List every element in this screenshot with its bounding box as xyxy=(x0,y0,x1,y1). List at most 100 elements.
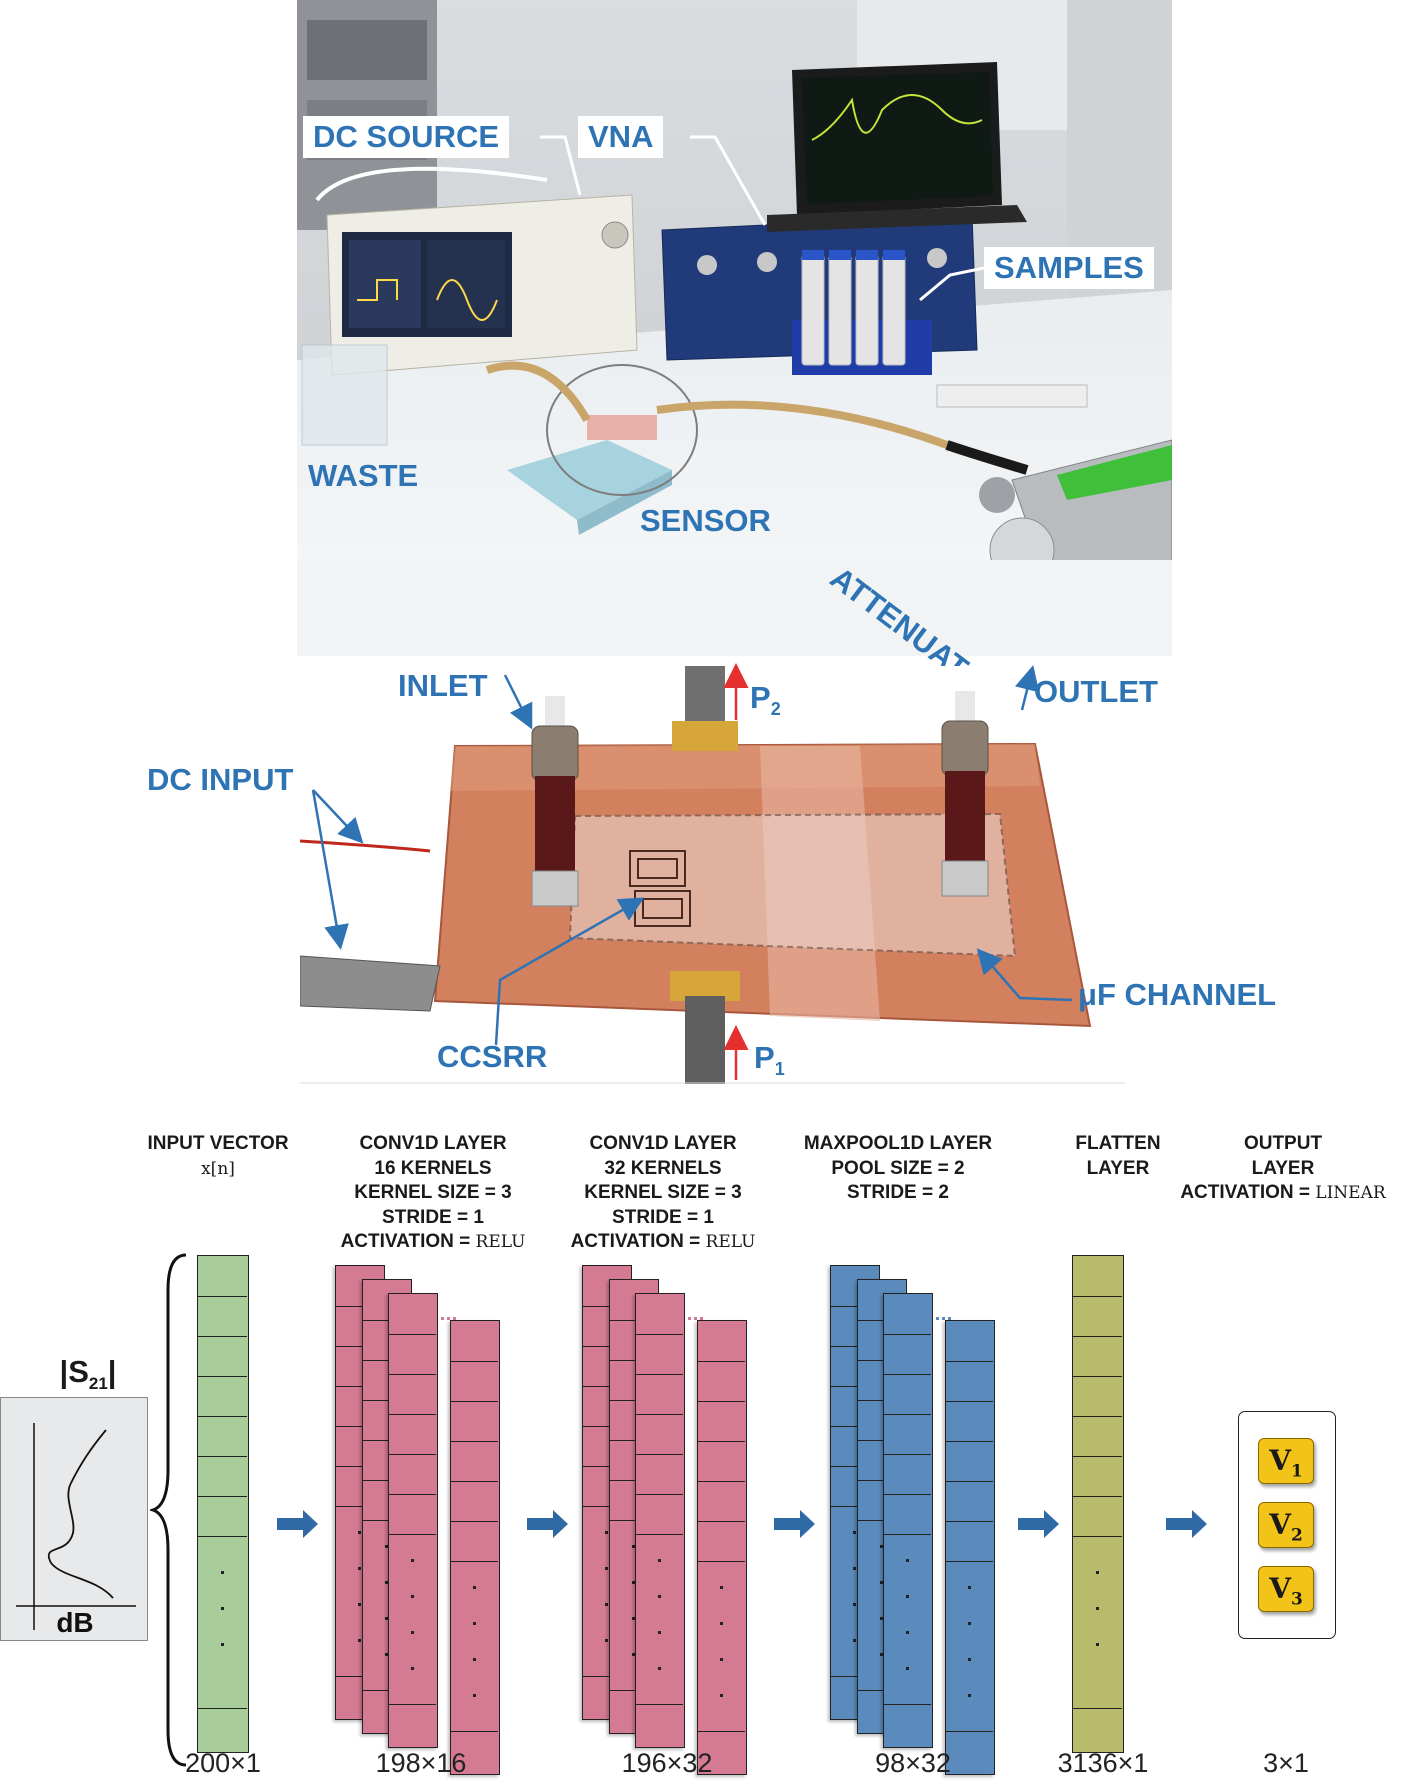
feature-cell xyxy=(363,1400,410,1441)
dim-flatten: 3136×1 xyxy=(1057,1748,1149,1778)
feature-cell xyxy=(636,1414,683,1455)
feature-cell xyxy=(389,1704,436,1705)
stack-continuation-dot xyxy=(936,1317,939,1320)
feature-cell xyxy=(946,1481,993,1522)
feature-cell xyxy=(698,1481,745,1522)
feature-cell xyxy=(583,1676,630,1677)
feature-cell xyxy=(858,1690,905,1691)
feature-map-column xyxy=(697,1320,747,1775)
ellipsis-dot xyxy=(880,1545,883,1548)
db-label: dB xyxy=(56,1607,94,1638)
feature-cell xyxy=(451,1481,498,1522)
header-input-line-1: INPUT VECTOR xyxy=(147,1133,289,1154)
feature-cell xyxy=(858,1360,905,1401)
feature-cell xyxy=(831,1386,878,1427)
label-port-1-sub: 1 xyxy=(774,1059,785,1080)
arrow-maxpool-flatten xyxy=(1018,1510,1059,1538)
feature-cell xyxy=(831,1466,878,1507)
ellipsis-dot xyxy=(411,1631,414,1634)
header-conv2-activation-prefix: ACTIVATION = xyxy=(570,1231,706,1252)
vector-cell xyxy=(198,1296,247,1337)
header-maxpool-line-2: POOL SIZE = 2 xyxy=(831,1157,965,1179)
feature-cell xyxy=(858,1280,905,1321)
feature-cell xyxy=(946,1361,993,1402)
output-v3: V3 xyxy=(1258,1566,1314,1612)
ellipsis-dot xyxy=(632,1545,635,1548)
conv1-stack xyxy=(335,1265,510,1785)
ellipsis-dot xyxy=(358,1531,361,1534)
ellipsis-dot xyxy=(880,1617,883,1620)
feature-cell xyxy=(884,1454,931,1495)
feature-cell xyxy=(610,1280,657,1321)
feature-cell xyxy=(336,1426,383,1467)
stack-continuation-dot xyxy=(441,1317,444,1320)
label-uf-channel: μF CHANNEL xyxy=(1078,977,1277,1012)
header-conv1-line-3: KERNEL SIZE = 3 xyxy=(354,1182,512,1203)
label-vna: VNA xyxy=(578,116,664,158)
feature-cell xyxy=(636,1454,683,1495)
ellipsis-dot xyxy=(220,1643,224,1646)
feature-cell xyxy=(858,1440,905,1481)
ellipsis-dot xyxy=(658,1631,661,1634)
feature-cell xyxy=(451,1441,498,1482)
feature-cell xyxy=(698,1731,745,1732)
ellipsis-dot xyxy=(632,1653,635,1656)
input-brace xyxy=(150,1253,187,1767)
output-v2: V2 xyxy=(1258,1502,1314,1548)
vector-cell xyxy=(1073,1496,1122,1537)
ellipsis-dot xyxy=(605,1603,608,1606)
s21-plot: dB xyxy=(0,1397,148,1641)
label-sensor: SENSOR xyxy=(640,503,771,538)
label-port-2-letter: P xyxy=(750,680,771,715)
header-conv1-activation-prefix: ACTIVATION = xyxy=(340,1231,476,1252)
dim-conv1: 198×16 xyxy=(375,1748,467,1778)
ellipsis-dot xyxy=(968,1658,971,1661)
feature-cell xyxy=(389,1414,436,1455)
label-dc-source: DC SOURCE xyxy=(303,116,510,158)
ellipsis-dot xyxy=(358,1567,361,1570)
ellipsis-dot xyxy=(358,1639,361,1642)
feature-cell xyxy=(636,1334,683,1375)
header-input-symbol: x[n] xyxy=(201,1158,235,1179)
ellipsis-dot xyxy=(220,1571,224,1574)
feature-cell xyxy=(336,1466,383,1507)
vector-cell xyxy=(1073,1296,1122,1337)
stack-continuation-dot xyxy=(688,1317,691,1320)
header-output: OUTPUT LAYER ACTIVATION = LINEAR xyxy=(1163,1132,1403,1206)
sensor-leader-lines xyxy=(311,663,1073,1080)
s21-label-text: |S xyxy=(59,1354,89,1389)
feature-cell xyxy=(831,1426,878,1467)
top-photo-leader-lines xyxy=(540,135,985,302)
ellipsis-dot xyxy=(906,1631,909,1634)
header-flatten: FLATTEN LAYER xyxy=(1043,1132,1193,1181)
feature-cell xyxy=(363,1480,410,1521)
sensor-illustration xyxy=(300,666,1125,1084)
feature-cell xyxy=(583,1426,630,1467)
ellipsis-dot xyxy=(473,1658,476,1661)
sensor-photo xyxy=(300,666,1125,1084)
feature-cell xyxy=(583,1346,630,1387)
stack-continuation-dot xyxy=(694,1317,697,1320)
feature-cell xyxy=(858,1320,905,1361)
header-conv2-line-4: STRIDE = 1 xyxy=(612,1206,714,1228)
feature-cell xyxy=(363,1360,410,1401)
header-conv2-line-2: 32 KERNELS xyxy=(604,1157,722,1179)
header-maxpool: MAXPOOL1D LAYER POOL SIZE = 2 STRIDE = 2 xyxy=(788,1132,1008,1206)
arrow-conv1-conv2 xyxy=(527,1510,568,1538)
ellipsis-dot xyxy=(1095,1571,1099,1574)
ellipsis-dot xyxy=(411,1667,414,1670)
ellipsis-dot xyxy=(658,1595,661,1598)
header-conv1-activation-value: RELU xyxy=(475,1232,526,1252)
arrow-flatten-output xyxy=(1166,1510,1207,1538)
vector-cell xyxy=(1073,1416,1122,1457)
ellipsis-dot xyxy=(605,1639,608,1642)
feature-cell xyxy=(636,1294,683,1335)
feature-map-column xyxy=(450,1320,500,1775)
label-ccsrr: CCSRR xyxy=(437,1039,548,1074)
dim-output: 3×1 xyxy=(1263,1748,1309,1778)
ellipsis-dot xyxy=(385,1617,388,1620)
feature-cell xyxy=(884,1414,931,1455)
feature-cell xyxy=(636,1374,683,1415)
ellipsis-dot xyxy=(473,1622,476,1625)
ellipsis-dot xyxy=(853,1567,856,1570)
